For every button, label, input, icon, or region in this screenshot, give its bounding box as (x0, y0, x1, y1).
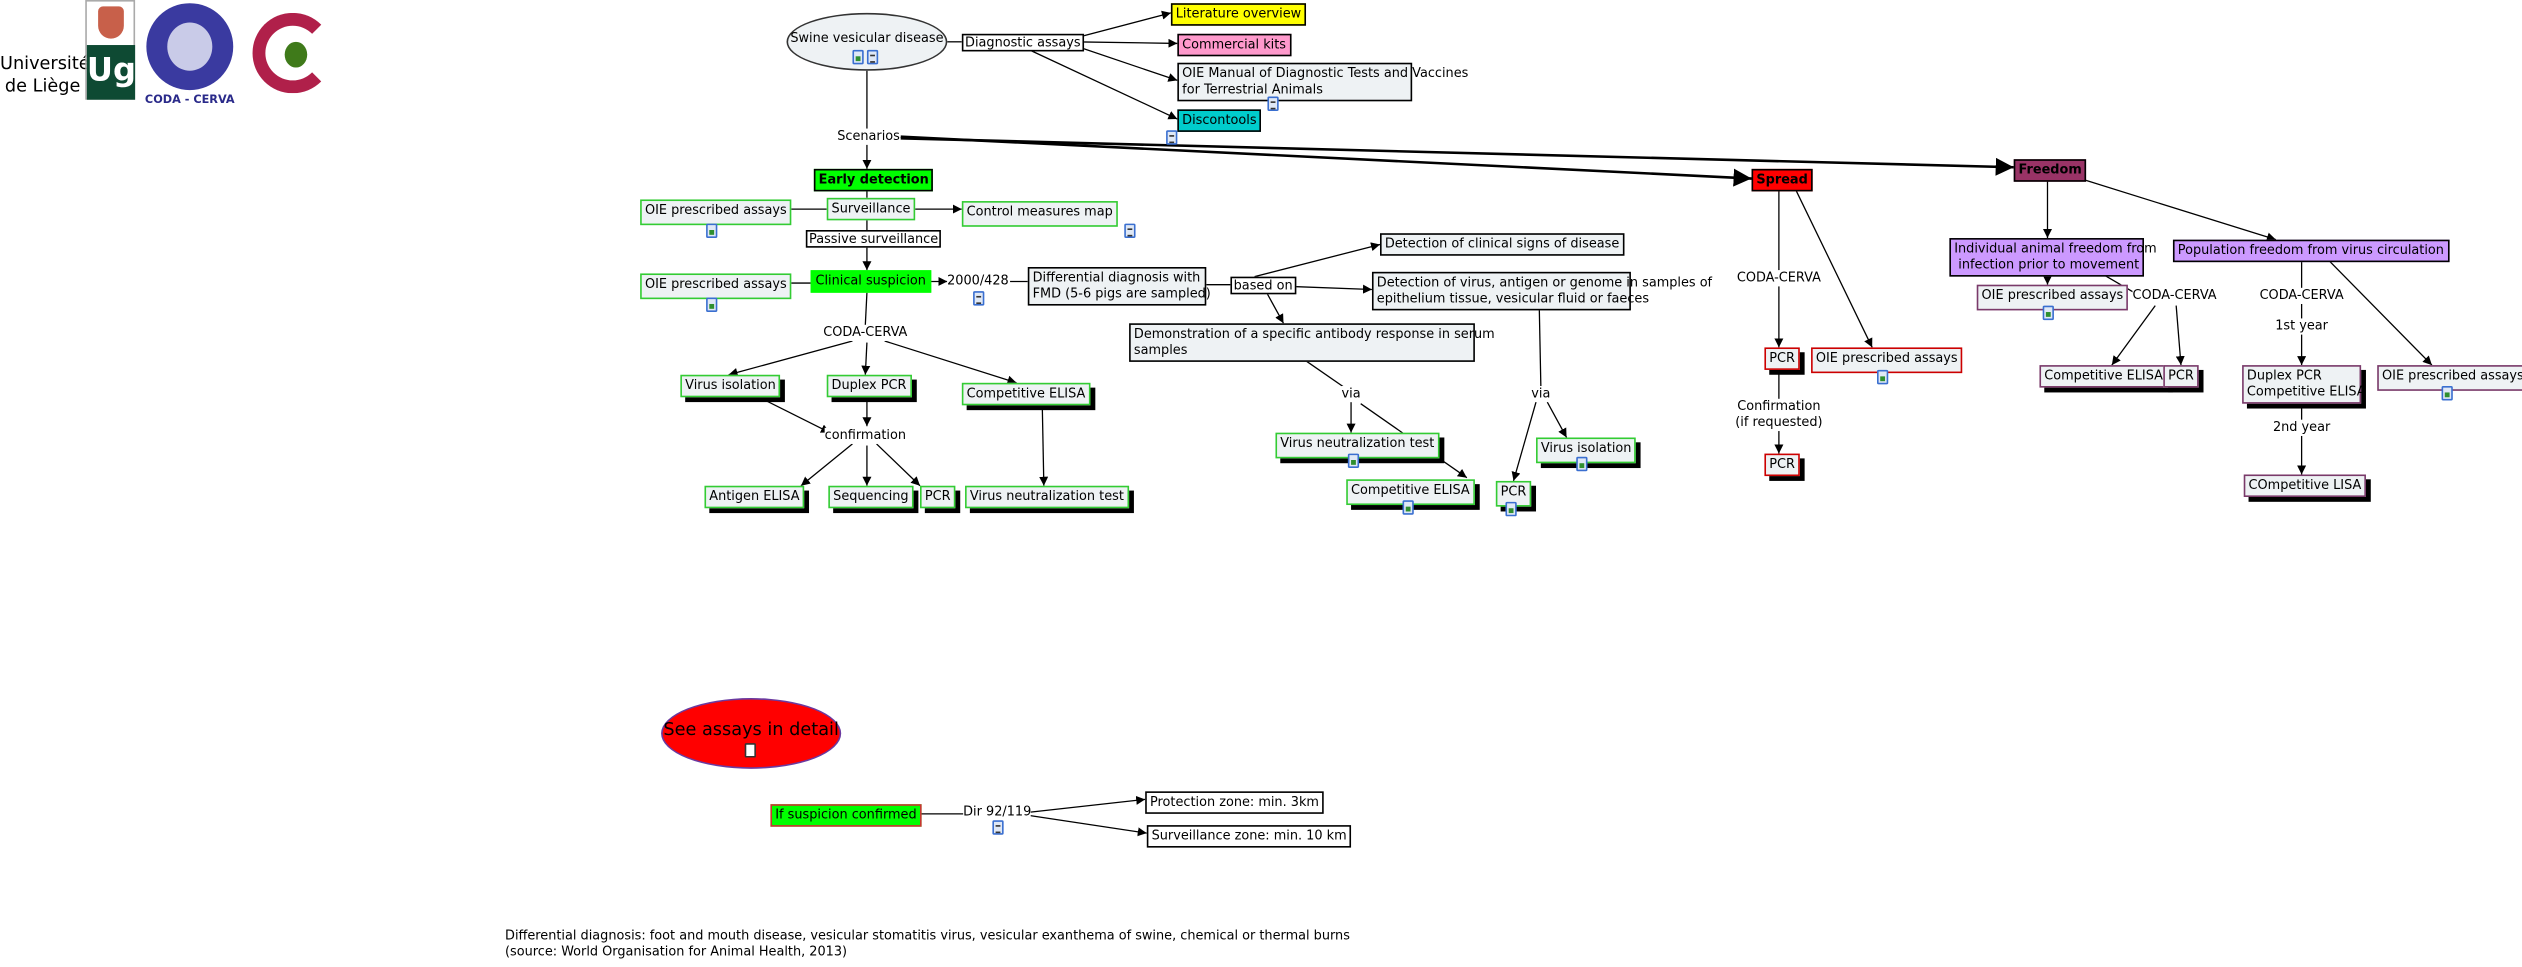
image-icon[interactable] (2042, 305, 2054, 321)
competitive-elisa-node[interactable]: Competitive ELISA (1346, 479, 1475, 506)
link-dir-92-119: Dir 92/119 (963, 804, 1032, 821)
detection-virus-node[interactable]: Detection of virus, antigen or genome in… (1371, 271, 1712, 311)
document-icon[interactable] (992, 820, 1004, 835)
antigen-elisa-node[interactable]: Antigen ELISA (704, 485, 805, 509)
link-confirmation: confirmation (824, 427, 906, 444)
oie-manual-node[interactable]: OIE Manual of Diagnostic Tests and Vacci… (1177, 62, 1468, 102)
clinical-suspicion-node[interactable]: Clinical suspicion (810, 270, 931, 293)
spread-node[interactable]: Spread (1751, 168, 1813, 192)
image-icon[interactable] (1877, 369, 1889, 385)
ulg-mark: Ug (86, 45, 136, 100)
link-passive-surveillance: Passive surveillance (805, 230, 942, 248)
freedom-node[interactable]: Freedom (2013, 159, 2087, 182)
competitive-elisa-node[interactable]: Competitive ELISA (2039, 365, 2168, 388)
pcr-node[interactable]: PCR (920, 485, 956, 509)
document-icon[interactable] (1267, 96, 1279, 111)
link-via: via (1531, 386, 1551, 403)
pcr-node[interactable]: PCR (1764, 347, 1800, 370)
link-diagnostic-assays: Diagnostic assays (961, 33, 1084, 52)
link-2nd-year: 2nd year (2272, 419, 2331, 436)
pcr-node[interactable]: PCR (1764, 453, 1800, 477)
discontools-node[interactable]: Discontools (1177, 109, 1262, 132)
early-detection-node[interactable]: Early detection (813, 168, 934, 192)
universite-de-liege-logo: Université de Liège (0, 53, 90, 97)
footer-note: Differential diagnosis: foot and mouth d… (505, 928, 1350, 959)
image-icon[interactable] (706, 297, 718, 313)
link-scenarios: Scenarios (837, 128, 900, 145)
image-icon[interactable] (2441, 386, 2453, 401)
document-icon[interactable] (866, 49, 879, 65)
ulg-logo: Ug (85, 0, 136, 100)
surveillance-zone-node[interactable]: Surveillance zone: min. 10 km (1146, 825, 1352, 848)
document-icon[interactable] (1124, 223, 1136, 239)
pcr-node[interactable]: PCR (1495, 480, 1532, 507)
duplex-pcr-node[interactable]: Duplex PCR (826, 374, 912, 398)
control-measures-map-node[interactable]: Control measures map (961, 201, 1118, 227)
protection-zone-node[interactable]: Protection zone: min. 3km (1145, 791, 1324, 814)
oie-prescribed-assays-node[interactable]: OIE prescribed assays (2377, 365, 2522, 391)
literature-overview-node[interactable]: Literature overview (1170, 3, 1306, 26)
link-coda-cerva: CODA-CERVA (823, 324, 908, 341)
link-1st-year: 1st year (2275, 318, 2328, 335)
commercial-kits-node[interactable]: Commercial kits (1177, 33, 1291, 57)
virus-neutralization-test-node[interactable]: Virus neutralization test (965, 485, 1129, 509)
antibody-response-node[interactable]: Demonstration of a specific antibody res… (1129, 323, 1495, 362)
coda-cerva-logo: CODA - CERVA (142, 3, 239, 109)
document-icon[interactable] (973, 291, 985, 306)
sequencing-node[interactable]: Sequencing (828, 485, 914, 509)
image-icon[interactable] (706, 223, 718, 239)
oie-prescribed-assays-node[interactable]: OIE prescribed assays (1976, 284, 2129, 311)
see-assays-in-detail-node[interactable]: See assays in detail (661, 698, 842, 769)
link-coda-cerva: CODA-CERVA (2259, 287, 2344, 304)
link-confirmation-if-requested: Confirmation(if requested) (1735, 398, 1823, 432)
concept-map-icon[interactable] (744, 743, 756, 758)
individual-animal-freedom-node[interactable]: Individual animal freedom from infection… (1949, 238, 2157, 277)
link-coda-cerva: CODA-CERVA (1736, 270, 1821, 287)
link-coda-cerva: CODA-CERVA (2132, 287, 2217, 304)
virus-isolation-node[interactable]: Virus isolation (680, 374, 781, 398)
cerva-logo (252, 12, 343, 97)
green-dot-icon (284, 41, 308, 68)
population-freedom-node[interactable]: Population freedom from virus circulatio… (2172, 239, 2449, 263)
document-icon[interactable] (1166, 130, 1178, 145)
competitive-lisa-node[interactable]: COmpetitive LISA (2243, 474, 2367, 497)
image-icon[interactable] (852, 49, 864, 65)
competitive-elisa-node[interactable]: Competitive ELISA (961, 382, 1091, 406)
image-icon[interactable] (1505, 501, 1517, 517)
image-icon[interactable] (1576, 456, 1588, 472)
image-icon[interactable] (1347, 453, 1360, 469)
image-icon[interactable] (1402, 500, 1414, 515)
detection-clinical-signs-node[interactable]: Detection of clinical signs of disease (1380, 233, 1625, 256)
surveillance-node[interactable]: Surveillance (826, 197, 916, 221)
link-2000-428: 2000/428 (947, 273, 1009, 290)
pcr-node[interactable]: PCR (2163, 365, 2199, 388)
link-based-on: based on (1230, 276, 1296, 295)
oie-prescribed-assays-node[interactable]: OIE prescribed assays (640, 273, 792, 300)
link-via: via (1341, 386, 1361, 403)
swine-vesicular-disease-node[interactable]: Swine vesicular disease (786, 12, 948, 71)
crest-icon (98, 6, 124, 39)
if-suspicion-confirmed-node[interactable]: If suspicion confirmed (770, 804, 922, 827)
oie-prescribed-assays-node[interactable]: OIE prescribed assays (640, 199, 792, 226)
